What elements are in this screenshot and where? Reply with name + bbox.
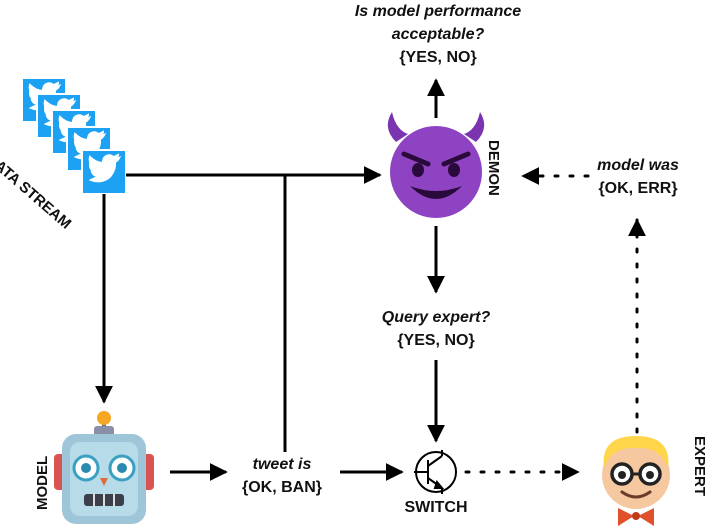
- performance-question-label: Is model performance: [354, 3, 522, 20]
- switch-label: SWITCH: [404, 499, 468, 516]
- nerd-face-bowtie-icon: [602, 436, 670, 526]
- model-was-options-label: {OK, ERR}: [598, 180, 678, 197]
- expert-label: EXPERT: [691, 436, 707, 497]
- tweet-options-label: {OK, BAN}: [241, 479, 322, 496]
- model-label: MODEL: [34, 455, 51, 510]
- tweet-stack: [21, 77, 127, 195]
- model-was-label: model was: [597, 157, 679, 174]
- smiling-devil-icon: [387, 112, 485, 218]
- performance-options-label: {YES, NO}: [399, 49, 477, 66]
- transistor-switch-icon: [414, 450, 457, 494]
- query-expert-options-label: {YES, NO}: [397, 332, 475, 349]
- twitter-bird-icon: [81, 149, 127, 195]
- connectors: [95, 78, 646, 481]
- performance-question-label-line2: acceptable?: [391, 26, 485, 43]
- demon-label: DEMON: [485, 140, 502, 196]
- tweet-is-label: tweet is: [252, 456, 312, 473]
- query-expert-label: Query expert?: [381, 309, 491, 326]
- robot-face-icon: [54, 411, 154, 524]
